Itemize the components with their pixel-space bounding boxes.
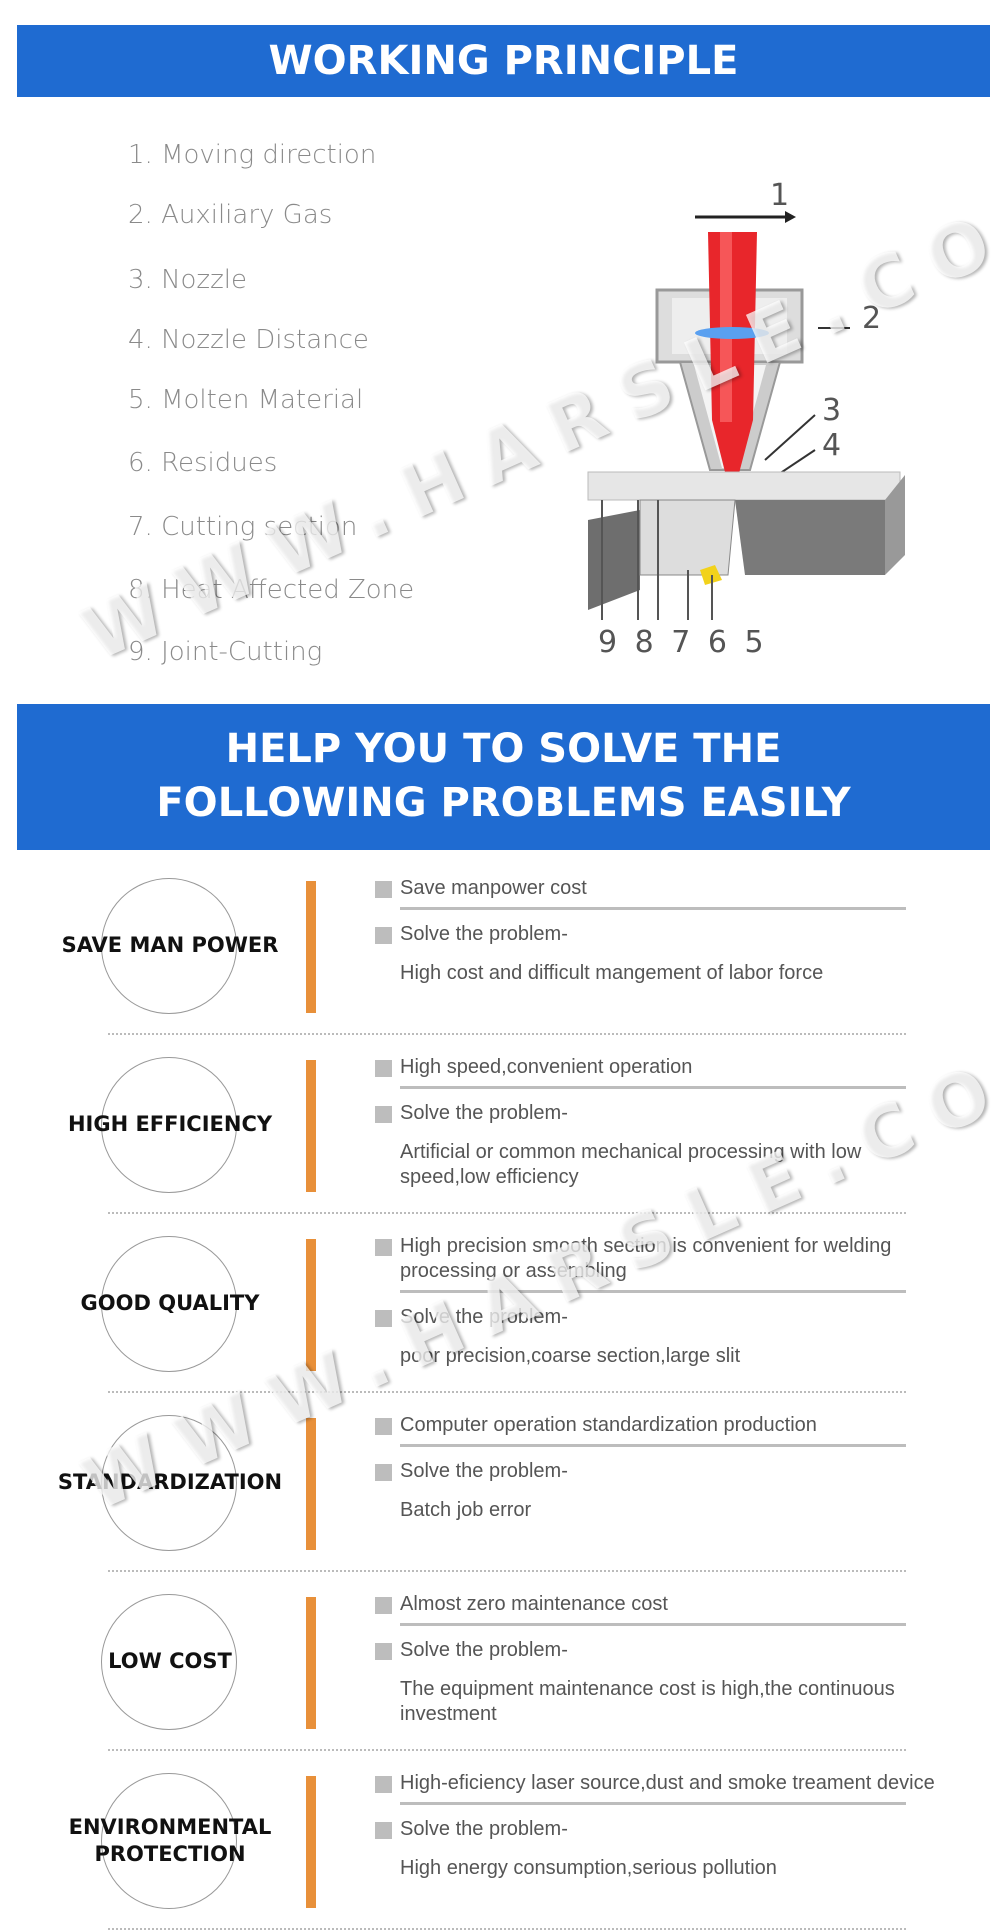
row-label: HIGH EFFICIENCY	[67, 1112, 273, 1136]
row-detail: High energy consumption,serious pollutio…	[400, 1857, 777, 1879]
list-item: 2. Auxiliary Gas	[128, 200, 333, 230]
bullet-square-icon	[375, 1464, 392, 1481]
row-headline: Computer operation standardization produ…	[400, 1414, 817, 1436]
focus-lens	[695, 327, 769, 339]
row-label: GOOD QUALITY	[80, 1291, 260, 1315]
row-headline: High-eficiency laser source,dust and smo…	[400, 1772, 935, 1794]
solve-label: Solve the problem-	[400, 923, 568, 945]
label-circle	[101, 1415, 237, 1551]
workpiece-block	[735, 500, 885, 575]
row-detail: Batch job error	[400, 1499, 532, 1521]
solve-label: Solve the problem-	[400, 1460, 568, 1482]
row-detail: poor precision,coarse section,large slit	[400, 1345, 741, 1367]
row-label: LOW COST	[108, 1649, 232, 1673]
section-title: WORKING PRINCIPLE	[268, 38, 739, 84]
row-headline: High speed,convenient operation	[400, 1056, 693, 1078]
bullet-square-icon	[375, 1060, 392, 1077]
problem-row: HIGH EFFICIENCY High speed,convenient op…	[0, 1035, 1000, 1214]
bullet-square-icon	[375, 1597, 392, 1614]
problem-row: LOW COST Almost zero maintenance cost So…	[0, 1572, 1000, 1751]
accent-bar	[306, 1418, 316, 1550]
divider-line	[400, 1802, 906, 1805]
section-title-line1: HELP YOU TO SOLVE THE	[225, 726, 782, 772]
label-circle	[101, 1057, 237, 1193]
list-item: 4. Nozzle Distance	[128, 325, 369, 355]
label-3: 3	[822, 393, 841, 428]
row-detail: The equipment maintenance cost is high,t…	[400, 1678, 895, 1725]
label-circle	[101, 878, 237, 1014]
row-detail: Artificial or common mechanical processi…	[400, 1141, 862, 1188]
laser-cutting-diagram: 1 2 3 4 9 8 7 6 5	[587, 178, 905, 660]
accent-bar	[306, 881, 316, 1013]
labels-9-to-5: 9 8 7 6 5	[598, 625, 768, 660]
label-4: 4	[822, 428, 841, 463]
dotted-separator	[108, 1928, 906, 1930]
solve-label: Solve the problem-	[400, 1639, 568, 1661]
bullet-square-icon	[375, 1418, 392, 1435]
solve-label: Solve the problem-	[400, 1102, 568, 1124]
bullet-square-icon	[375, 1106, 392, 1123]
problem-row: ENVIRONMENTAL PROTECTION High-eficiency …	[0, 1751, 1000, 1930]
list-item: 9. Joint-Cutting	[128, 637, 323, 667]
row-headline: Almost zero maintenance cost	[400, 1593, 668, 1615]
bullet-square-icon	[375, 1310, 392, 1327]
divider-line	[400, 907, 906, 910]
dotted-separator	[108, 1391, 906, 1393]
row-detail: High cost and difficult mangement of lab…	[400, 962, 824, 984]
label-1: 1	[770, 178, 789, 213]
row-label: ENVIRONMENTAL PROTECTION	[68, 1814, 272, 1866]
bullet-square-icon	[375, 881, 392, 898]
divider-line	[400, 1290, 906, 1293]
list-item: 1. Moving direction	[128, 140, 377, 170]
dotted-separator	[108, 1033, 906, 1035]
bullet-square-icon	[375, 1822, 392, 1839]
dotted-separator	[108, 1749, 906, 1751]
accent-bar	[306, 1239, 316, 1371]
label-2: 2	[862, 301, 881, 336]
problem-row: STANDARDIZATION Computer operation stand…	[0, 1393, 1000, 1572]
workpiece-top	[587, 471, 901, 501]
list-item: 6. Residues	[128, 448, 278, 478]
problem-row: GOOD QUALITY High precision smooth secti…	[0, 1214, 1000, 1393]
label-circle	[101, 1594, 237, 1730]
divider-line	[400, 1444, 906, 1447]
list-item: 5. Molten Material	[128, 385, 364, 415]
solve-label: Solve the problem-	[400, 1306, 568, 1328]
list-item: 3. Nozzle	[128, 265, 247, 295]
list-item: 7. Cutting section	[128, 512, 358, 542]
accent-bar	[306, 1776, 316, 1908]
bullet-square-icon	[375, 1643, 392, 1660]
bullet-square-icon	[375, 1239, 392, 1256]
list-item: 8. Heat Affected Zone	[128, 575, 415, 605]
accent-bar	[306, 1060, 316, 1192]
divider-line	[400, 1623, 906, 1626]
dotted-separator	[108, 1212, 906, 1214]
row-label: SAVE MAN POWER	[61, 933, 279, 957]
row-label: STANDARDIZATION	[57, 1470, 283, 1494]
section-title-line2: FOLLOWING PROBLEMS EASILY	[156, 780, 851, 826]
cutting-section	[639, 499, 736, 576]
bullet-square-icon	[375, 1776, 392, 1793]
row-headline: Save manpower cost	[400, 877, 587, 899]
solve-label: Solve the problem-	[400, 1818, 568, 1840]
label-circle	[101, 1773, 237, 1909]
dotted-separator	[108, 1570, 906, 1572]
accent-bar	[306, 1597, 316, 1729]
row-headline: High precision smooth section is conveni…	[400, 1235, 892, 1282]
solve-problems-banner: HELP YOU TO SOLVE THE FOLLOWING PROBLEMS…	[17, 704, 990, 850]
label-circle	[101, 1236, 237, 1372]
divider-line	[400, 1086, 906, 1089]
bullet-square-icon	[375, 927, 392, 944]
working-principle-banner: WORKING PRINCIPLE	[17, 25, 990, 97]
problem-row: SAVE MAN POWER Save manpower cost Solve …	[0, 856, 1000, 1035]
